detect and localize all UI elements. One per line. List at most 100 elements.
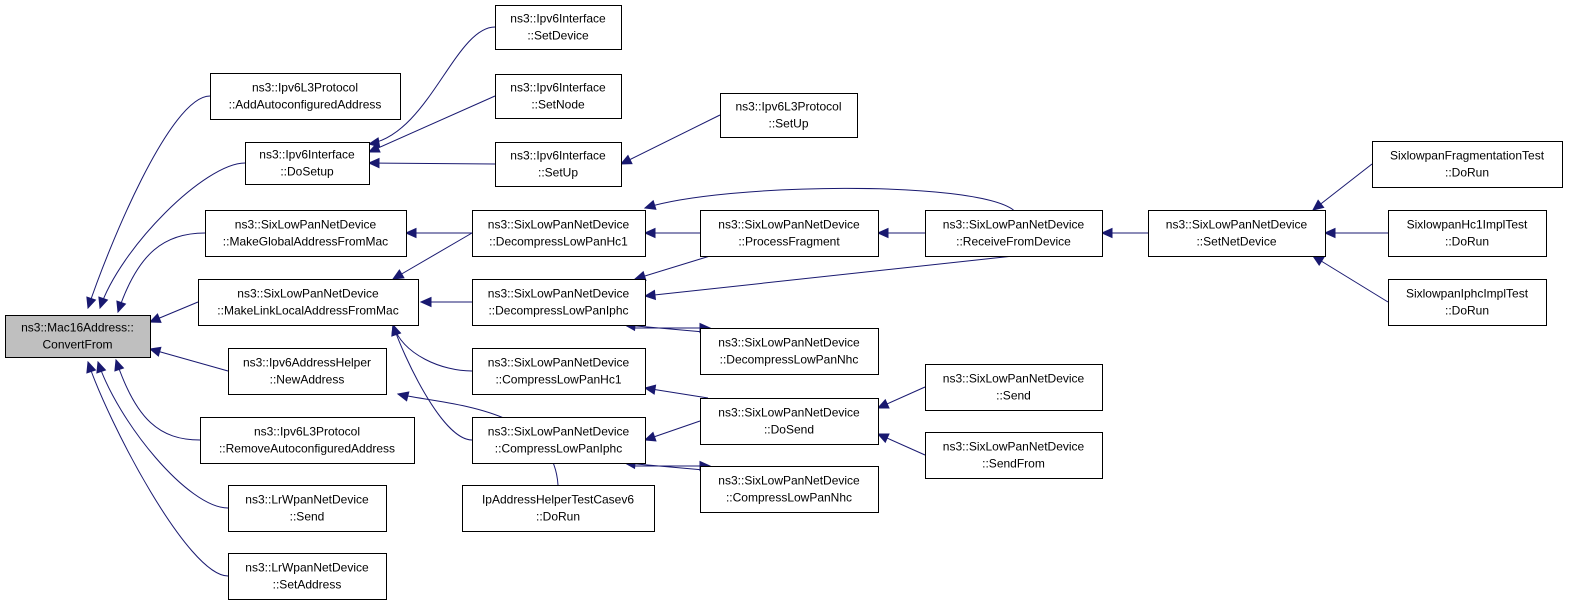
edge-line (1312, 255, 1389, 303)
node-label-line-1: ns3::SixLowPanNetDevice (943, 218, 1085, 232)
edge-hc1_test-to-sixlow_setnetdev (1323, 227, 1388, 239)
edge-arrowhead (96, 360, 107, 374)
node-label-line-1: ns3::Ipv6Interface (259, 148, 355, 162)
edge-sixlow_dosend-to-sixlow_compiphc (643, 420, 701, 442)
node-box[interactable] (1388, 279, 1547, 326)
edges-layer (86, 26, 1389, 577)
node-ipv6l3_addauto[interactable]: ns3::Ipv6L3Protocol::AddAutoconfiguredAd… (210, 73, 401, 120)
edge-line (368, 95, 496, 153)
edge-ipv6if_setup-to-ipv6if_dosetup (367, 157, 496, 169)
node-sixlow_makelink[interactable]: ns3::SixLowPanNetDevice::MakeLinkLocalAd… (198, 279, 419, 326)
node-sixlow_send[interactable]: ns3::SixLowPanNetDevice::Send (925, 364, 1103, 411)
node-box[interactable] (925, 210, 1103, 257)
node-sixlow_recv[interactable]: ns3::SixLowPanNetDevice::ReceiveFromDevi… (925, 210, 1103, 257)
node-sixlow_compnhc[interactable]: ns3::SixLowPanNetDevice::CompressLowPanN… (700, 466, 879, 513)
node-ipv6l3_setup[interactable]: ns3::Ipv6L3Protocol::SetUp (720, 93, 858, 138)
edge-arrowhead (86, 360, 97, 374)
node-label-line-2: ::NewAddress (270, 373, 345, 387)
node-label-line-1: SixlowpanFragmentationTest (1390, 149, 1545, 163)
node-sixlow_compiphc[interactable]: ns3::SixLowPanNetDevice::CompressLowPanI… (472, 417, 646, 464)
node-label-line-2: ::DecompressLowPanNhc (720, 353, 859, 367)
node-ipv6if_setdevice[interactable]: ns3::Ipv6Interface::SetDevice (495, 5, 622, 50)
node-box[interactable] (1388, 210, 1547, 257)
node-label-line-2: ::SetUp (538, 166, 578, 180)
node-label-line-1: ns3::Ipv6AddressHelper (243, 356, 371, 370)
edge-arrowhead (643, 384, 657, 395)
node-root[interactable]: ns3::Mac16Address::ConvertFrom (5, 315, 151, 358)
node-sixlow_decomphc1[interactable]: ns3::SixLowPanNetDevice::DecompressLowPa… (472, 210, 646, 257)
edge-line (87, 95, 211, 309)
node-sixlow_makeglobal[interactable]: ns3::SixLowPanNetDevice::MakeGlobalAddre… (205, 210, 407, 257)
node-label-line-1: ns3::SixLowPanNetDevice (943, 440, 1085, 454)
node-box[interactable] (245, 142, 370, 185)
node-label-line-2: ::MakeGlobalAddressFromMac (223, 235, 388, 249)
node-box[interactable] (700, 466, 879, 513)
node-iphelper_test[interactable]: IpAddressHelperTestCasev6::DoRun (462, 485, 655, 532)
node-box[interactable] (472, 279, 646, 326)
node-box[interactable] (700, 328, 879, 375)
node-box[interactable] (472, 348, 646, 395)
edge-sixlow_recv-to-sixlow_decomphc1 (643, 187, 1014, 211)
node-sixlow_comphc1[interactable]: ns3::SixLowPanNetDevice::CompressLowPanH… (472, 348, 646, 395)
node-label-line-1: ns3::Ipv6Interface (510, 149, 606, 163)
node-box[interactable] (472, 417, 646, 464)
node-label-line-2: ConvertFrom (42, 338, 112, 352)
node-iphc_test[interactable]: SixlowpanIphcImplTest::DoRun (1388, 279, 1547, 326)
edge-ipv6l3_setup-to-ipv6if_setup (619, 114, 721, 165)
edge-line (115, 359, 201, 441)
node-label-line-2: ::DoSend (764, 423, 814, 437)
node-sixlow_dosend[interactable]: ns3::SixLowPanNetDevice::DoSend (700, 398, 879, 445)
node-box[interactable] (198, 279, 419, 326)
node-label-line-2: ::DoRun (1445, 235, 1489, 249)
node-box[interactable] (5, 315, 151, 358)
node-box[interactable] (205, 210, 407, 257)
edge-line (149, 348, 229, 372)
node-box[interactable] (210, 73, 401, 120)
node-box[interactable] (200, 417, 415, 464)
node-box[interactable] (462, 485, 655, 532)
node-hc1_test[interactable]: SixlowpanHc1ImplTest::DoRun (1388, 210, 1547, 257)
node-frag_test[interactable]: SixlowpanFragmentationTest::DoRun (1372, 141, 1563, 188)
node-label-line-1: ns3::SixLowPanNetDevice (1166, 218, 1308, 232)
node-box[interactable] (495, 74, 622, 119)
node-sixlow_decompnhc[interactable]: ns3::SixLowPanNetDevice::DecompressLowPa… (700, 328, 879, 375)
node-box[interactable] (228, 553, 387, 600)
edge-line (99, 162, 246, 309)
node-ipv6if_dosetup[interactable]: ns3::Ipv6Interface::DoSetup (245, 142, 370, 185)
node-label-line-1: ns3::SixLowPanNetDevice (943, 372, 1085, 386)
node-label-line-2: ::DecompressLowPanHc1 (489, 235, 628, 249)
node-box[interactable] (495, 5, 622, 50)
node-box[interactable] (1148, 210, 1326, 257)
edge-ipv6if_dosetup-to-root (98, 162, 246, 310)
edge-arrowhead (643, 289, 657, 301)
node-box[interactable] (700, 398, 879, 445)
node-box[interactable] (925, 432, 1103, 479)
node-box[interactable] (925, 364, 1103, 411)
edge-lrwpan_send-to-root (96, 360, 229, 509)
edge-line (392, 232, 473, 280)
node-box[interactable] (228, 485, 387, 532)
node-sixlow_decompiphc[interactable]: ns3::SixLowPanNetDevice::DecompressLowPa… (472, 279, 646, 326)
node-label-line-1: ns3::Ipv6L3Protocol (254, 425, 360, 439)
node-ipv6l3_removeauto[interactable]: ns3::Ipv6L3Protocol::RemoveAutoconfigure… (200, 417, 415, 464)
node-lrwpan_setaddr[interactable]: ns3::LrWpanNetDevice::SetAddress (228, 553, 387, 600)
node-label-line-1: ns3::SixLowPanNetDevice (488, 425, 630, 439)
node-ipv6helper_newaddr[interactable]: ns3::Ipv6AddressHelper::NewAddress (228, 348, 387, 395)
node-box[interactable] (720, 93, 858, 138)
node-box[interactable] (472, 210, 646, 257)
node-sixlow_setnetdev[interactable]: ns3::SixLowPanNetDevice::SetNetDevice (1148, 210, 1326, 257)
node-label-line-2: ::SendFrom (982, 457, 1045, 471)
node-label-line-1: ns3::Mac16Address:: (21, 321, 134, 335)
node-lrwpan_send[interactable]: ns3::LrWpanNetDevice::Send (228, 485, 387, 532)
node-box[interactable] (1372, 141, 1563, 188)
node-box[interactable] (228, 348, 387, 395)
node-box[interactable] (495, 142, 622, 187)
node-sixlow_procfrag[interactable]: ns3::SixLowPanNetDevice::ProcessFragment (700, 210, 879, 257)
node-sixlow_sendfrom[interactable]: ns3::SixLowPanNetDevice::SendFrom (925, 432, 1103, 479)
node-box[interactable] (700, 210, 879, 257)
node-ipv6if_setnode[interactable]: ns3::Ipv6Interface::SetNode (495, 74, 622, 119)
node-ipv6if_setup[interactable]: ns3::Ipv6Interface::SetUp (495, 142, 622, 187)
edge-line (368, 162, 496, 165)
edge-ipv6if_setnode-to-ipv6if_dosetup (367, 95, 496, 153)
